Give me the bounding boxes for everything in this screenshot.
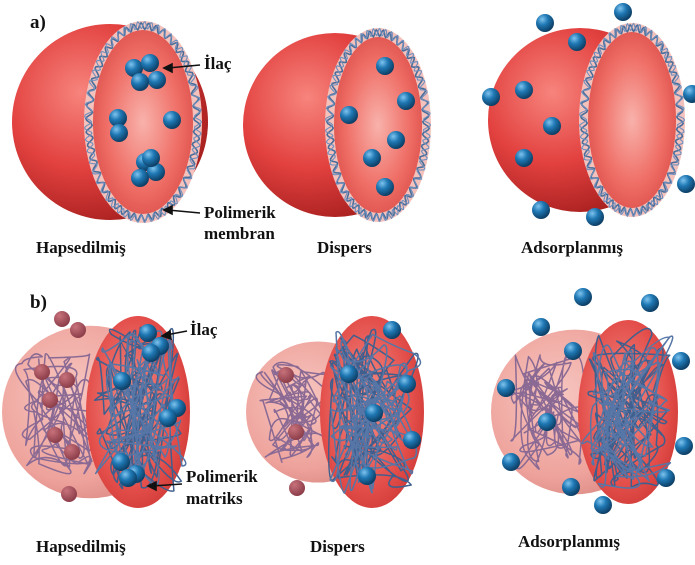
- drug-sphere-b-entrapped-back-7: [61, 486, 77, 502]
- drug-sphere-a-entrapped-2: [148, 71, 166, 89]
- drug-sphere-a-adsorbed-3: [482, 88, 500, 106]
- drug-sphere-b-adsorbed-9: [594, 496, 612, 514]
- drug-sphere-b-entrapped-back-0: [42, 392, 58, 408]
- drug-sphere-b-dispersed-3: [365, 404, 383, 422]
- drug-sphere-b-entrapped-3: [113, 372, 131, 390]
- drug-sphere-a-entrapped-3: [131, 73, 149, 91]
- drug-sphere-a-adsorbed-10: [683, 85, 695, 103]
- drug-sphere-b-dispersed-0: [383, 321, 401, 339]
- drug-sphere-a-dispersed-1: [397, 92, 415, 110]
- drug-sphere-b-entrapped-6: [112, 453, 130, 471]
- caption-a-dispersed: Dispers: [317, 238, 372, 258]
- membrane-label-line2: membran: [204, 223, 275, 244]
- drug-sphere-a-entrapped-9: [131, 169, 149, 187]
- drug-sphere-a-dispersed-3: [387, 131, 405, 149]
- drug-label-a: İlaç: [204, 53, 231, 74]
- drug-sphere-b-entrapped-8: [119, 469, 137, 487]
- caption-a-entrapped: Hapsedilmiş: [36, 238, 126, 258]
- drug-sphere-a-dispersed-4: [363, 149, 381, 167]
- drug-label-b: İlaç: [190, 319, 217, 340]
- drug-sphere-b-entrapped-back-3: [47, 427, 63, 443]
- drug-sphere-a-entrapped-6: [163, 111, 181, 129]
- section-a-label: a): [30, 12, 46, 34]
- drug-sphere-a-adsorbed-4: [515, 81, 533, 99]
- drug-sphere-b-adsorbed-4: [672, 352, 690, 370]
- drug-sphere-b-dispersed-back-0: [278, 367, 294, 383]
- drug-sphere-b-adsorbed-10: [657, 469, 675, 487]
- drug-sphere-b-entrapped-back-4: [64, 444, 80, 460]
- drug-sphere-a-adsorbed-2: [568, 33, 586, 51]
- drug-sphere-a-adsorbed-5: [543, 117, 561, 135]
- membrane-label-line1: Polimerik: [204, 202, 276, 223]
- matrix-label-line1: Polimerik: [186, 466, 258, 487]
- drug-sphere-a-adsorbed-1: [614, 3, 632, 21]
- drug-sphere-b-dispersed-5: [358, 467, 376, 485]
- drug-sphere-b-entrapped-back-2: [34, 364, 50, 380]
- caption-a-adsorbed: Adsorplanmış: [521, 238, 623, 258]
- drug-sphere-a-entrapped-5: [110, 124, 128, 142]
- drug-sphere-b-adsorbed-6: [538, 413, 556, 431]
- drug-sphere-a-adsorbed-0: [536, 14, 554, 32]
- drug-sphere-a-dispersed-2: [340, 106, 358, 124]
- drug-sphere-a-adsorbed-9: [677, 175, 695, 193]
- drug-sphere-b-adsorbed-5: [497, 379, 515, 397]
- caption-b-adsorbed: Adsorplanmış: [518, 532, 620, 552]
- drug-sphere-a-adsorbed-7: [532, 201, 550, 219]
- drug-sphere-a-entrapped-10: [142, 149, 160, 167]
- drug-sphere-b-dispersed-2: [398, 375, 416, 393]
- drug-sphere-b-adsorbed-8: [562, 478, 580, 496]
- drug-sphere-b-adsorbed-0: [574, 288, 592, 306]
- drug-sphere-a-adsorbed-6: [515, 149, 533, 167]
- capsule-adsorbed-core: [588, 32, 676, 208]
- drug-sphere-a-dispersed-0: [376, 57, 394, 75]
- drug-sphere-b-adsorbed-11: [675, 437, 693, 455]
- drug-sphere-b-adsorbed-3: [564, 342, 582, 360]
- drug-sphere-b-entrapped-5: [159, 409, 177, 427]
- drug-sphere-b-dispersed-4: [403, 431, 421, 449]
- drug-sphere-b-entrapped-2: [142, 344, 160, 362]
- drug-sphere-b-dispersed-back-2: [289, 480, 305, 496]
- drug-sphere-a-adsorbed-8: [586, 208, 604, 226]
- caption-b-dispersed: Dispers: [310, 537, 365, 557]
- drug-sphere-b-adsorbed-7: [502, 453, 520, 471]
- section-b-label: b): [30, 292, 47, 314]
- drug-sphere-b-adsorbed-2: [532, 318, 550, 336]
- drug-sphere-b-entrapped-back-5: [70, 322, 86, 338]
- caption-b-entrapped: Hapsedilmiş: [36, 537, 126, 557]
- matrix-label-line2: matriks: [186, 488, 243, 509]
- drug-sphere-a-entrapped-1: [141, 54, 159, 72]
- drug-sphere-a-dispersed-5: [376, 178, 394, 196]
- drug-sphere-b-entrapped-back-6: [54, 311, 70, 327]
- drug-sphere-b-adsorbed-1: [641, 294, 659, 312]
- drug-sphere-b-dispersed-1: [340, 365, 358, 383]
- drug-sphere-b-entrapped-back-1: [59, 372, 75, 388]
- drug-sphere-b-dispersed-back-1: [288, 424, 304, 440]
